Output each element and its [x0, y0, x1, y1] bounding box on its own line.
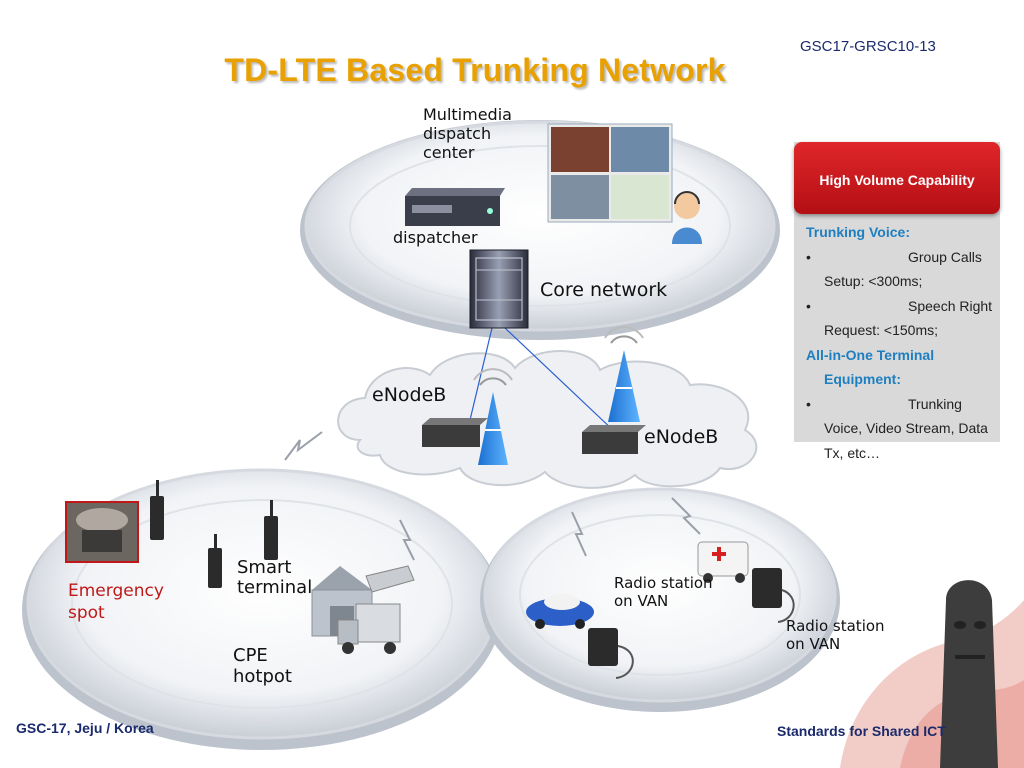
trunking-voice-heading: Trunking Voice:	[806, 224, 910, 240]
footer-tagline: Standards for Shared ICT	[777, 723, 946, 739]
tower-1-icon	[473, 368, 513, 465]
list-item-text: Group Calls Setup: <300ms;	[824, 248, 982, 290]
truck-icon	[337, 603, 401, 654]
cpe-device-icon	[365, 565, 415, 593]
smart-terminal-label: Smart terminal	[237, 557, 313, 598]
terminal-equipment-heading-1: All-in-One Terminal	[806, 346, 935, 363]
list-item: •	[806, 294, 996, 319]
video-wall-icon	[547, 123, 673, 223]
link-enodeb-2	[504, 327, 616, 433]
multimedia-dispatch-label: Multimedia dispatch center	[423, 105, 512, 162]
emergency-spot-label: Emergency spot	[68, 581, 164, 623]
enodeb-label-2: eNodeB	[644, 426, 719, 448]
capability-list: Trunking Voice: • Group Calls Setup: <30…	[806, 220, 996, 465]
bullet: •	[806, 248, 811, 265]
radio-station-2-icon	[752, 568, 795, 623]
bullet: •	[806, 395, 811, 412]
document-id: GSC17-GRSC10-13	[800, 38, 936, 55]
dispatcher-label: dispatcher	[393, 228, 478, 247]
capability-header	[794, 142, 1000, 214]
enodeb-unit-2-icon	[582, 425, 646, 454]
tower-2-icon	[604, 326, 644, 422]
dispatcher-server-icon	[405, 188, 505, 226]
core-network-label: Core network	[540, 279, 668, 301]
link-enodeb-1	[469, 327, 493, 421]
list-item: •	[806, 245, 996, 270]
radio-station-label-2: Radio station on VAN	[786, 617, 885, 653]
terminal-disc	[22, 468, 502, 750]
bullet: •	[806, 297, 811, 314]
emergency-photo	[65, 501, 139, 563]
stone-statue-icon	[940, 580, 998, 768]
list-item-text: Trunking Voice, Video Stream, Data Tx, e…	[824, 395, 988, 461]
operator-icon	[672, 191, 702, 244]
core-disc	[300, 120, 780, 340]
radio-station-label-1: Radio station on VAN	[614, 574, 713, 610]
footer-location: GSC-17, Jeju / Korea	[16, 720, 154, 736]
wireless-symbols	[284, 431, 701, 561]
cpe-hotpot-label: CPE hotpot	[233, 645, 292, 687]
radio-station-1-icon	[588, 628, 634, 679]
enodeb-cloud	[337, 350, 758, 489]
ambulance-icon	[697, 541, 749, 583]
terminal-equipment-heading-2: Equipment:	[824, 371, 901, 387]
enodeb-label-1: eNodeB	[372, 384, 447, 406]
van-disc	[480, 487, 840, 712]
police-car-icon	[526, 594, 594, 629]
handheld-terminals	[150, 480, 278, 588]
slide-title: TD-LTE Based Trunking Network	[224, 52, 726, 88]
core-network-rack-icon	[469, 249, 529, 329]
list-item: •	[806, 392, 996, 417]
list-item-text: Speech Right Request: <150ms;	[824, 297, 993, 339]
enodeb-unit-1-icon	[422, 418, 488, 447]
capability-header-text: High Volume Capability	[819, 172, 975, 188]
